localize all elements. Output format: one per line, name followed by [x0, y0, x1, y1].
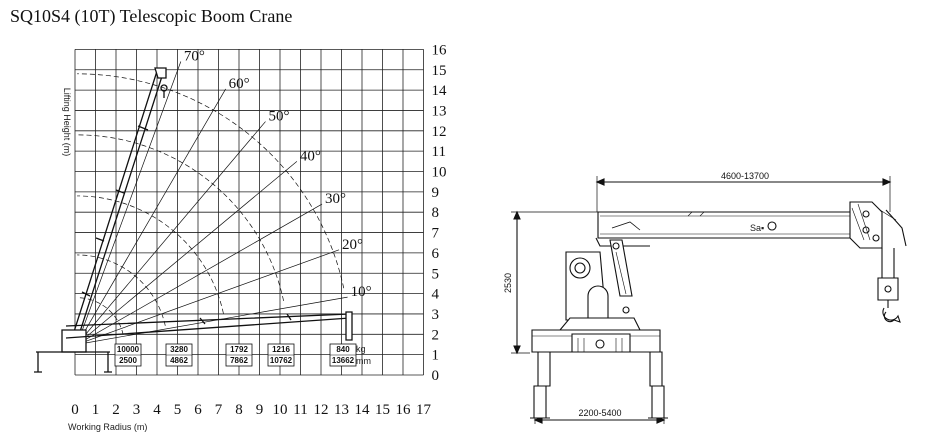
- x-tick-label: 13: [334, 402, 349, 418]
- boom-mark: Sa▪: [750, 223, 764, 233]
- load-table: 10000 2500 3280 4862 1792 7862 1216 10762 840 136…: [114, 343, 371, 367]
- x-tick-label: 0: [71, 402, 79, 418]
- y-tick-label: 8: [432, 205, 440, 221]
- y-tick-label: 14: [432, 83, 448, 99]
- angle-labels: 70° 60° 50° 40° 30° 20° 10°: [184, 48, 372, 300]
- y-tick-label: 7: [432, 226, 440, 242]
- crane-column: [558, 239, 641, 331]
- outrigger-span-label: 2200-5400: [578, 408, 621, 418]
- angle-label: 10°: [351, 284, 372, 300]
- y-tick-label: 3: [432, 307, 440, 323]
- load-kg-value: 3280: [170, 345, 188, 354]
- crane-base: [530, 329, 668, 419]
- y-tick-label: 12: [432, 124, 447, 140]
- y-axis-label: Lifting Height (m): [62, 88, 72, 157]
- x-axis-label: Working Radius (m): [68, 422, 147, 432]
- angle-ray: [76, 296, 348, 345]
- radius-arc: [77, 195, 224, 314]
- y-tick-label: 4: [432, 287, 440, 303]
- x-tick-label: 1: [92, 402, 100, 418]
- y-tick-label: 10: [432, 165, 447, 181]
- x-tick-label: 15: [375, 402, 390, 418]
- load-kg-value: 840: [336, 345, 350, 354]
- kg-unit: kg: [356, 344, 366, 354]
- angle-ray: [76, 88, 226, 345]
- y-tick-label: 16: [432, 42, 448, 58]
- x-tick-label: 11: [293, 402, 307, 418]
- load-mm-value: 2500: [119, 356, 137, 365]
- x-tick-label: 4: [153, 402, 161, 418]
- angle-label: 40°: [300, 148, 321, 164]
- boom-length-dimension: [595, 176, 892, 212]
- crane-side-view: 4600-13700 2530 2200-5400: [503, 171, 907, 424]
- y-tick-label: 1: [432, 348, 440, 364]
- y-tick-label: 11: [432, 144, 446, 160]
- side-boom: [595, 201, 907, 249]
- load-mm-value: 10762: [270, 356, 293, 365]
- x-tick-label: 3: [133, 402, 141, 418]
- x-tick-label: 10: [273, 402, 288, 418]
- load-mm-value: 4862: [170, 356, 188, 365]
- y-tick-label: 9: [432, 185, 440, 201]
- x-tick-label: 17: [416, 402, 432, 418]
- height-dimension: [511, 210, 600, 355]
- load-kg-value: 1792: [230, 345, 248, 354]
- angle-label: 30°: [325, 191, 346, 207]
- x-tick-label: 12: [314, 402, 329, 418]
- angle-label: 60°: [229, 76, 250, 92]
- x-tick-label: 7: [215, 402, 223, 418]
- y-tick-label: 15: [432, 63, 447, 79]
- page-title: SQ10S4 (10T) Telescopic Boom Crane: [10, 6, 293, 26]
- x-tick-label: 9: [256, 402, 264, 418]
- x-tick-label: 2: [112, 402, 120, 418]
- load-kg-value: 10000: [117, 345, 140, 354]
- radius-arcs: [77, 73, 345, 335]
- x-tick-label: 16: [396, 402, 412, 418]
- hook-block: [877, 248, 901, 323]
- angle-ray: [76, 249, 340, 345]
- height-label: 2530: [503, 273, 513, 293]
- load-kg-value: 1216: [272, 345, 290, 354]
- x-tick-label: 5: [174, 402, 182, 418]
- x-tick-label: 6: [194, 402, 202, 418]
- y-tick-label: 6: [432, 246, 440, 262]
- chart-boom-drawing: [34, 67, 353, 373]
- x-tick-label: 8: [235, 402, 243, 418]
- angle-ray: [76, 121, 266, 345]
- y-tick-label: 2: [432, 327, 440, 343]
- angle-ray: [76, 61, 182, 345]
- angle-label: 20°: [342, 237, 363, 253]
- angle-ray: [76, 161, 298, 345]
- radius-arc: [77, 254, 166, 326]
- y-tick-label: 13: [432, 103, 447, 119]
- radius-arc: [77, 73, 345, 289]
- load-mm-value: 7862: [230, 356, 248, 365]
- radius-arc: [77, 134, 284, 301]
- y-tick-label: 0: [432, 368, 440, 384]
- angle-rays: [76, 61, 348, 345]
- angle-label: 50°: [268, 109, 289, 125]
- mm-unit: mm: [356, 356, 371, 366]
- y-tick-label: 5: [432, 266, 440, 282]
- x-tick-label: 14: [355, 402, 371, 418]
- angle-ray: [76, 203, 323, 345]
- boom-length-label: 4600-13700: [721, 171, 769, 181]
- load-mm-value: 13662: [332, 356, 355, 365]
- angle-label: 70°: [184, 48, 205, 64]
